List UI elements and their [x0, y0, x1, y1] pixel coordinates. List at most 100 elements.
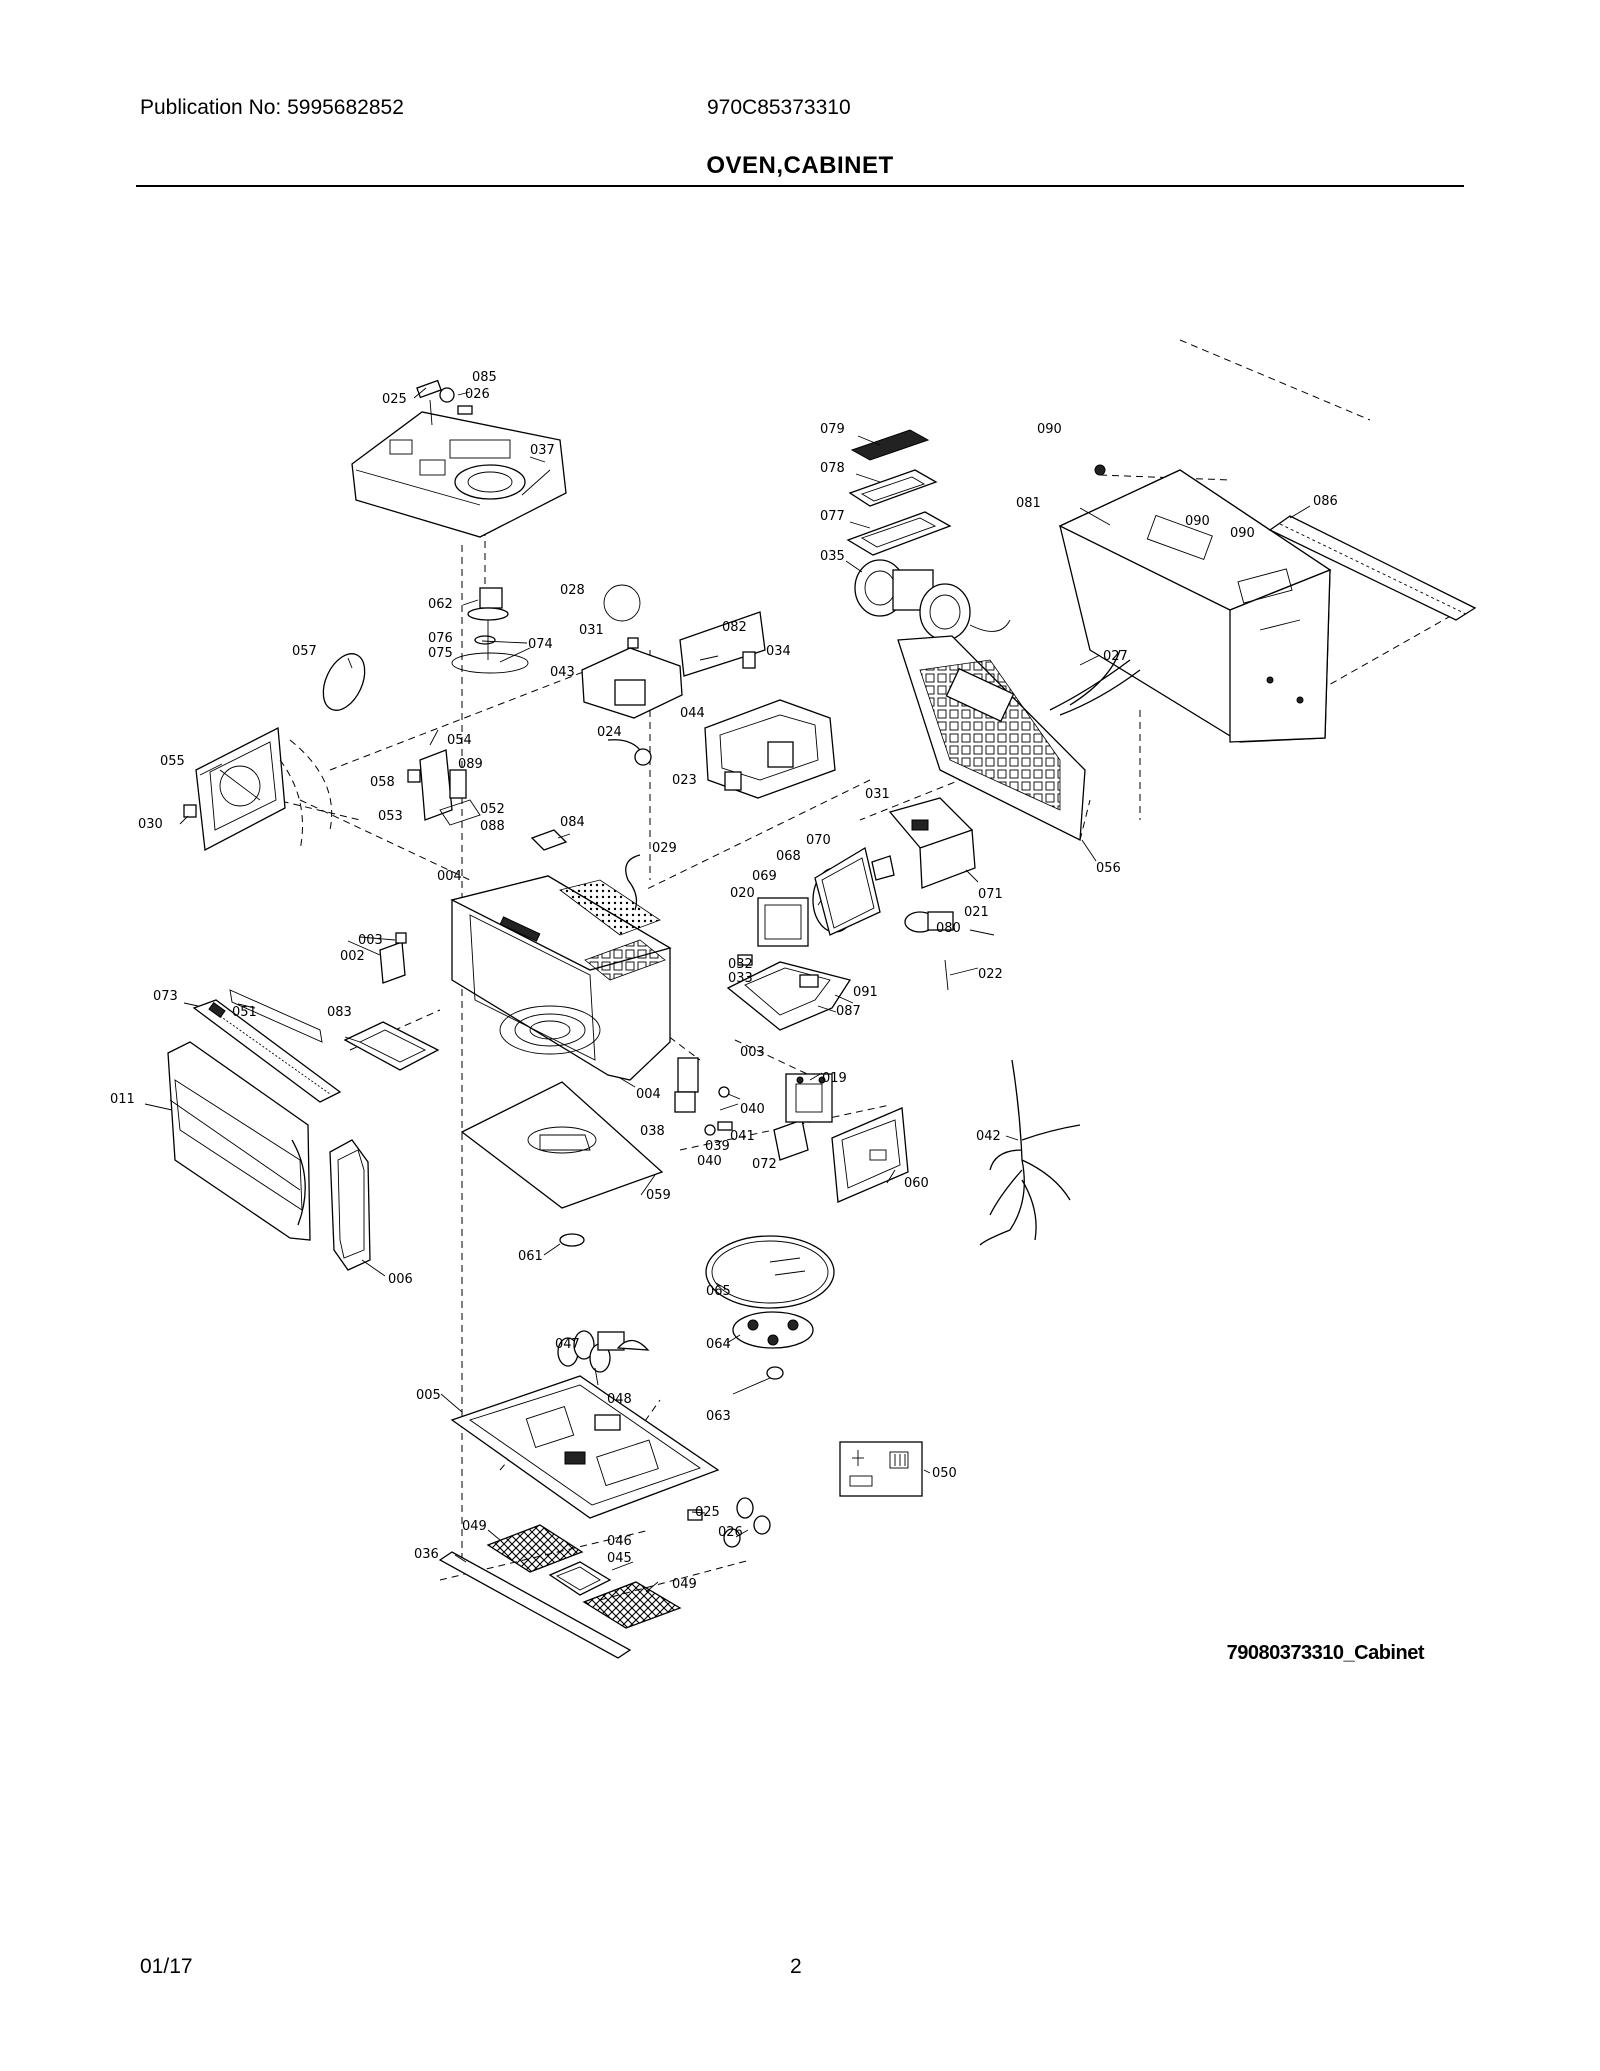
part-065-turntable — [705, 1235, 835, 1309]
callout-069: 069 — [752, 869, 777, 884]
callout-054: 054 — [447, 733, 472, 748]
callout-055: 055 — [160, 754, 185, 769]
interlock-assembly — [407, 729, 481, 826]
callout-064: 064 — [706, 1337, 731, 1352]
callout-052: 052 — [480, 802, 505, 817]
callout-032: 032 — [728, 957, 753, 972]
part-027-wires — [1049, 649, 1141, 716]
callout-034: 034 — [766, 644, 791, 659]
callout-021: 021 — [964, 905, 989, 920]
callout-031-b: 031 — [865, 787, 890, 802]
part-083 — [343, 1021, 440, 1071]
top-small-parts — [416, 379, 473, 426]
callout-082: 082 — [722, 620, 747, 635]
part-006-side-panel — [329, 1139, 371, 1271]
part-083-inner — [358, 1029, 427, 1063]
callout-049: 049 — [462, 1519, 487, 1534]
callout-003-b: 003 — [740, 1045, 765, 1060]
part-035-blower — [854, 559, 1011, 641]
callout-033: 033 — [728, 971, 753, 986]
part-055-panel — [183, 726, 333, 852]
callout-038: 038 — [640, 1124, 665, 1139]
callout-091: 091 — [853, 985, 878, 1000]
part-005-bottom-frame — [450, 1375, 720, 1519]
callout-036: 036 — [414, 1547, 439, 1562]
callout-085: 085 — [472, 370, 497, 385]
callout-086: 086 — [1313, 494, 1338, 509]
callout-044: 044 — [680, 706, 705, 721]
callout-079: 079 — [820, 422, 845, 437]
callout-028: 028 — [560, 583, 585, 598]
callout-058: 058 — [370, 775, 395, 790]
callout-090: 090 — [1037, 422, 1062, 437]
callout-081: 081 — [1016, 496, 1041, 511]
leader-lines — [144, 387, 1311, 1593]
callout-061: 061 — [518, 1249, 543, 1264]
callout-040: 040 — [740, 1102, 765, 1117]
callout-004: 004 — [437, 869, 462, 884]
callout-030: 030 — [138, 817, 163, 832]
diagram-name: 79080373310_Cabinet — [1226, 1642, 1425, 1664]
callout-047: 047 — [555, 1337, 580, 1352]
callout-076: 076 — [428, 631, 453, 646]
callout-026-b: 026 — [718, 1525, 743, 1540]
callout-011: 011 — [110, 1092, 135, 1107]
callout-073: 073 — [153, 989, 178, 1004]
callout-004-b: 004 — [636, 1087, 661, 1102]
callout-059: 059 — [646, 1188, 671, 1203]
page-title: OVEN,CABINET — [706, 152, 894, 179]
lamp-assemblies — [557, 1330, 650, 1386]
part-084 — [530, 829, 568, 851]
callout-041: 041 — [730, 1129, 755, 1144]
callout-019: 019 — [822, 1071, 847, 1086]
part-050-label — [839, 1441, 923, 1497]
callout-057: 057 — [292, 644, 317, 659]
callout-078: 078 — [820, 461, 845, 476]
callout-020: 020 — [730, 886, 755, 901]
callout-071: 071 — [978, 887, 1003, 902]
callout-043: 043 — [550, 665, 575, 680]
part-081-cabinet — [1058, 464, 1332, 743]
oven-cavity — [450, 875, 672, 1081]
callout-063: 063 — [706, 1409, 731, 1424]
stirrer-assembly — [451, 587, 529, 674]
callout-062: 062 — [428, 597, 453, 612]
callout-042: 042 — [976, 1129, 1001, 1144]
callout-089: 089 — [458, 757, 483, 772]
part-057-ring — [322, 653, 366, 711]
part-063-coupler — [766, 1366, 784, 1380]
part-037-top-cover — [351, 411, 567, 538]
callout-083: 083 — [327, 1005, 352, 1020]
callout-056: 056 — [1096, 861, 1121, 876]
callout-050: 050 — [932, 1466, 957, 1481]
part-051-strip — [192, 989, 342, 1103]
callout-074: 074 — [528, 637, 553, 652]
part-023-024 — [607, 739, 652, 766]
callout-090-c: 090 — [1230, 526, 1255, 541]
callout-039: 039 — [705, 1139, 730, 1154]
callout-027: 027 — [1103, 649, 1128, 664]
callout-053: 053 — [378, 809, 403, 824]
callout-031: 031 — [579, 623, 604, 638]
publication-number: Publication No: 5995682852 — [140, 96, 404, 119]
callout-026: 026 — [465, 387, 490, 402]
callout-068: 068 — [776, 849, 801, 864]
callout-046: 046 — [607, 1534, 632, 1549]
callout-025: 025 — [382, 392, 407, 407]
callout-051: 051 — [232, 1005, 257, 1020]
callout-087: 087 — [836, 1004, 861, 1019]
callout-040-b: 040 — [697, 1154, 722, 1169]
callout-065: 065 — [706, 1284, 731, 1299]
callout-022: 022 — [978, 967, 1003, 982]
part-029-wire — [625, 854, 641, 911]
callout-037: 037 — [530, 443, 555, 458]
callout-070: 070 — [806, 833, 831, 848]
part-087-tray — [726, 954, 852, 1031]
part-064-roller — [732, 1311, 814, 1349]
callout-labels: 025 085 026 037 079 090 078 081 086 077 … — [110, 370, 1338, 1592]
magnetron-assembly — [757, 797, 976, 991]
callout-003: 003 — [358, 933, 383, 948]
model-number: 970C85373310 — [707, 96, 851, 119]
part-011-door — [167, 1041, 311, 1241]
callout-029: 029 — [652, 841, 677, 856]
